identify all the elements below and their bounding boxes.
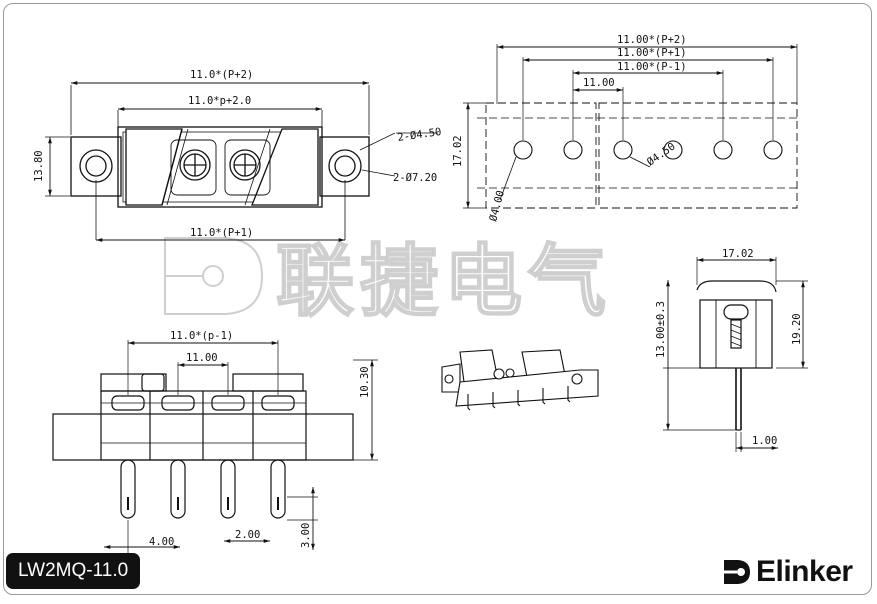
watermark: 联捷电气 [164,236,612,328]
dim-pcb-p2: 11.00*(P+2) [617,34,687,46]
dim-front-height: 10.30 [359,366,371,398]
front-view [52,340,378,553]
dim-overall: 11.0*(P+2) [190,69,253,81]
top-view [45,81,438,242]
pcb-view-labels: 11.00*(P+2) 11.00*(P+1) 11.00*(P-1) 11.0… [452,34,687,223]
brand-mark-icon [724,560,750,584]
dim-front-pin-width: 2.00 [235,529,260,541]
dim-side-pin-len: 13.00±0.3 [655,301,667,358]
dim-hole-large: 2-Ø7.20 [393,172,437,184]
dim-front-span: 11.0*(p-1) [170,330,233,342]
dim-pcb-hole: Ø4.50 [645,140,678,168]
side-view-labels: 17.02 19.20 13.00±0.3 1.00 [655,248,803,447]
dim-front-pin-tip: 3.00 [300,523,312,548]
model-label: LW2MQ-11.0 [18,560,129,581]
dim-pcb-height: 17.02 [452,135,464,167]
dim-inner: 11.0*p+2.0 [188,95,251,107]
brand-name: Elinker [756,555,853,588]
dim-front-pitch: 11.00 [186,352,218,364]
dim-pitch-below: 11.0*(P+1) [190,227,253,239]
watermark-text: 联捷电气 [276,237,612,327]
dim-side-height: 19.20 [791,313,803,345]
model-badge: LW2MQ-11.0 [6,553,141,589]
top-view-labels: 11.0*(P+2) 11.0*p+2.0 11.0*(P+1) 13.80 2… [33,69,442,239]
front-view-labels: 11.0*(p-1) 11.00 10.30 4.00 2.00 3.00 [149,330,371,548]
dim-height: 13.80 [33,150,45,182]
iso-view [441,349,599,411]
dim-pcb-p1: 11.00*(P+1) [617,47,687,59]
dim-pcb-pm1: 11.00*(P-1) [617,61,687,73]
side-view [663,257,808,452]
dim-side-width: 17.02 [722,248,754,260]
dim-pcb-pitch: 11.00 [583,77,615,89]
dim-hole-small: 2-Ø4.50 [397,126,443,144]
dim-front-offset: 4.00 [149,536,174,548]
dim-side-pin-th: 1.00 [752,435,777,447]
watermark-logo [164,237,264,315]
pcb-view [463,44,800,209]
brand-logo: Elinker [722,552,853,592]
dim-pcb-pin: Ø4.00 [487,189,507,223]
